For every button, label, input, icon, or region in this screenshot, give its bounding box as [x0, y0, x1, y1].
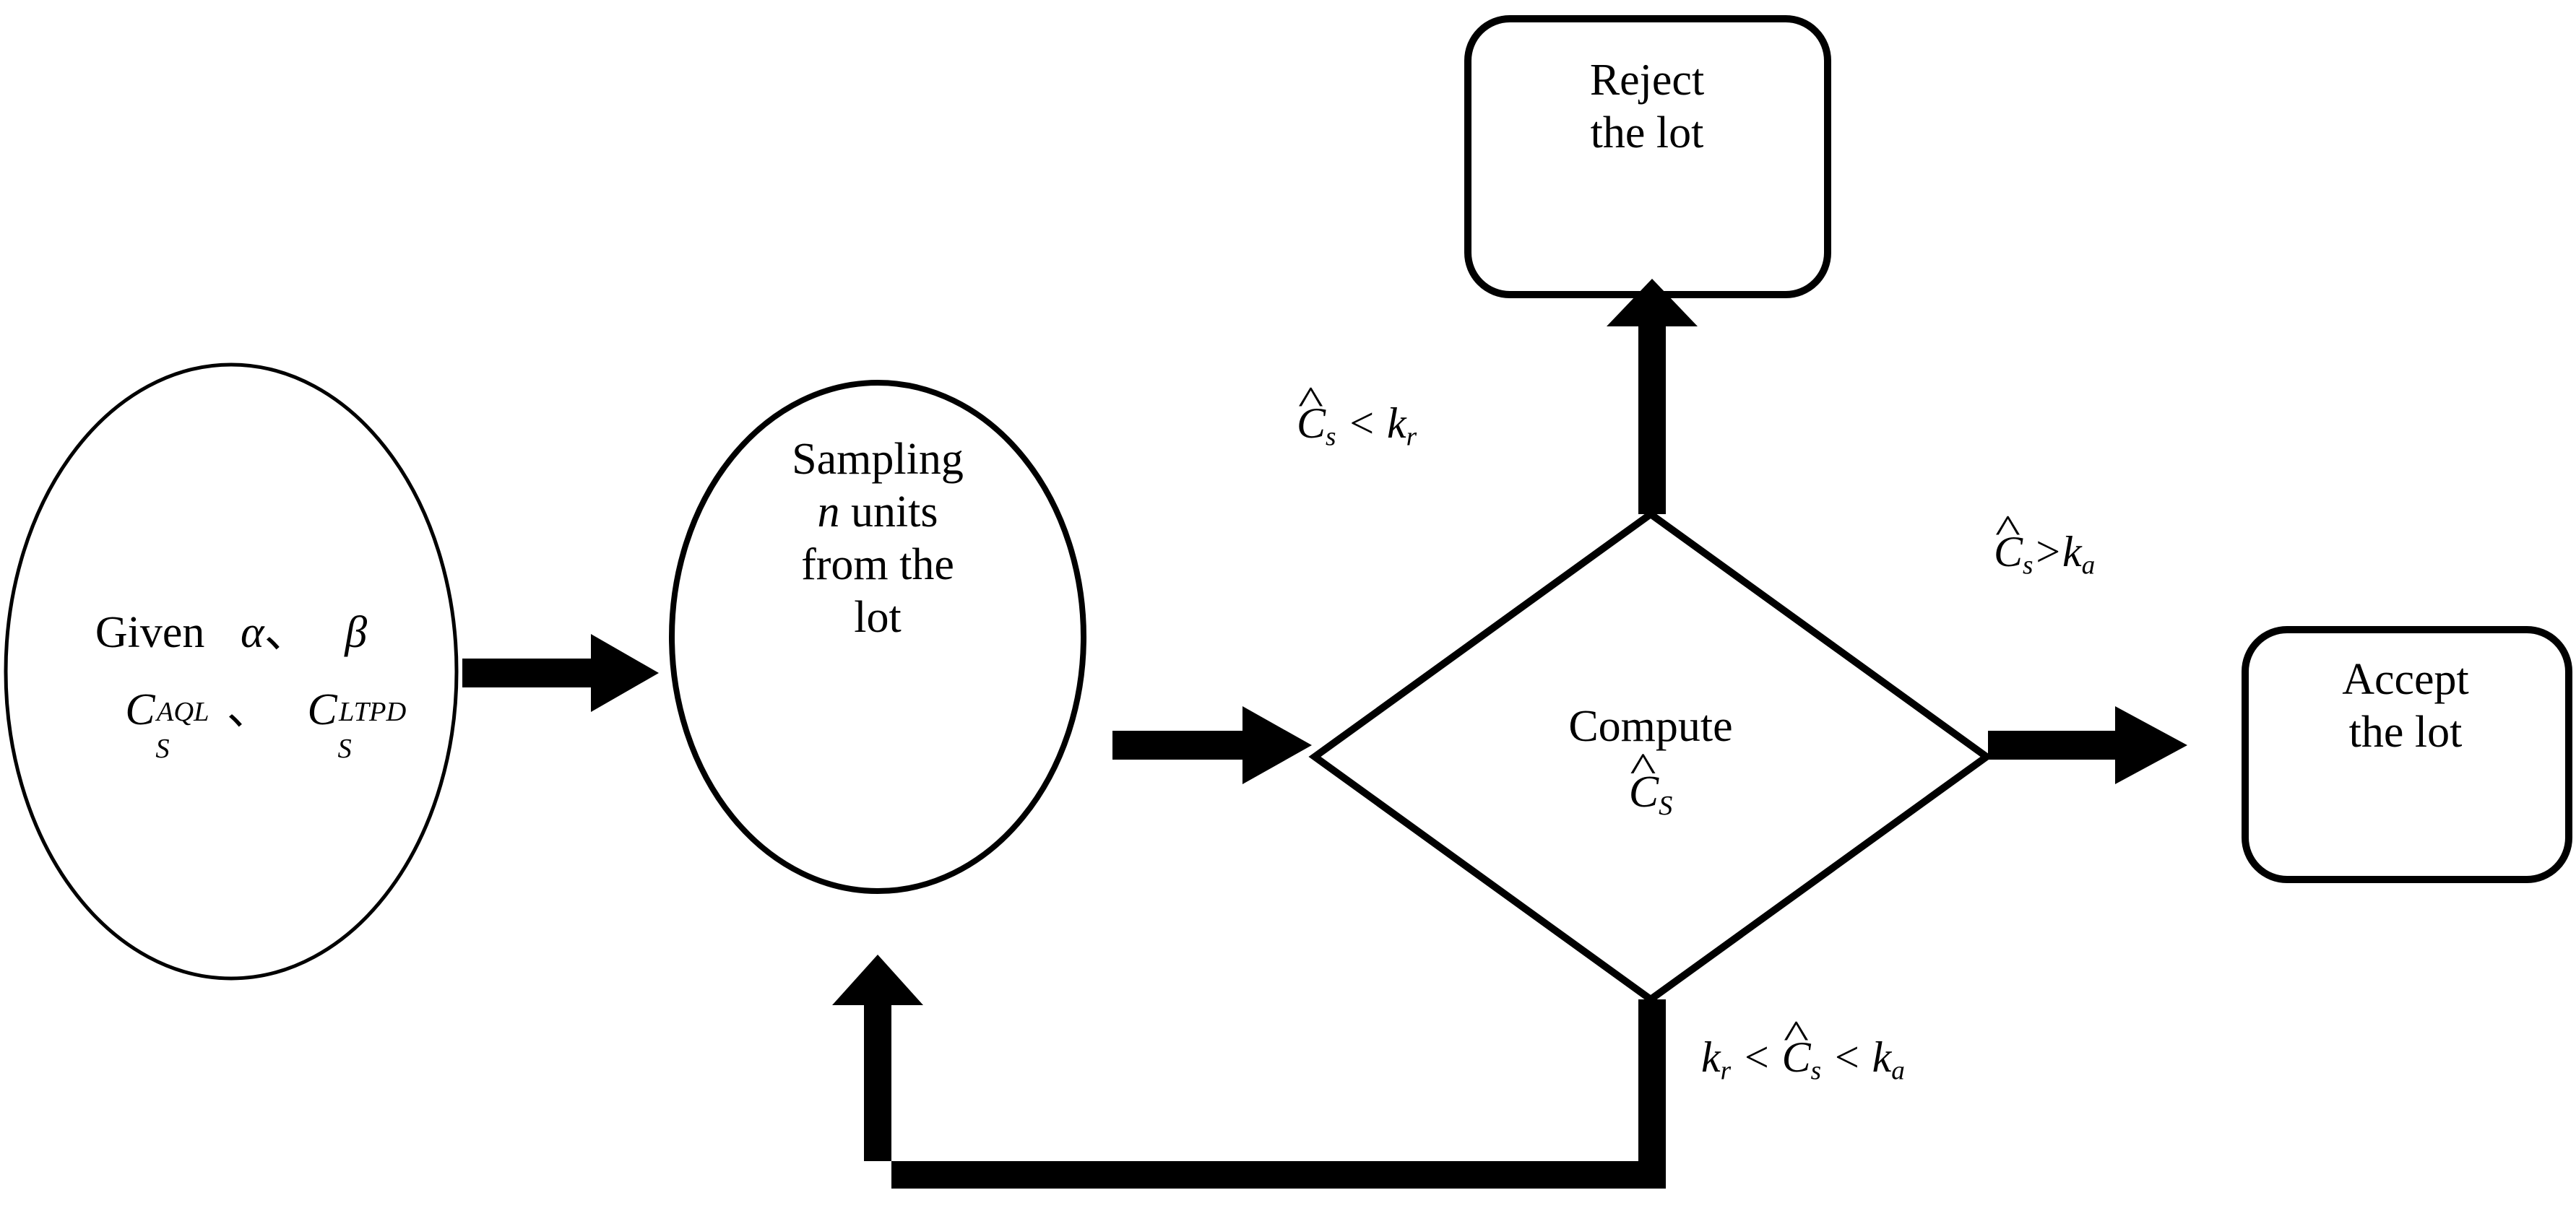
- resample-operator-1: <: [1742, 1033, 1771, 1081]
- operator-accept: >: [2033, 528, 2063, 576]
- arrow-decision-to-sampling-loop[interactable]: [832, 955, 1666, 1189]
- threshold-ka-subscript: a: [2081, 550, 2096, 581]
- cjk-comma-1: 、: [264, 608, 309, 657]
- resample-lower-k: k: [1701, 1033, 1721, 1081]
- decision-diamond-label: Compute ^CS: [1438, 700, 1864, 821]
- alpha-symbol: α: [241, 608, 264, 657]
- cjk-comma-2: 、: [226, 685, 272, 735]
- cs-subscript-decision: S: [1659, 790, 1673, 821]
- cs-subscript-resample: s: [1810, 1056, 1822, 1086]
- sampling-line-1: Sampling: [792, 435, 964, 484]
- operator-reject: <: [1347, 399, 1377, 447]
- arrow-decision-to-reject[interactable]: [1607, 279, 1698, 514]
- reject-box-label: Reject the lot: [1474, 54, 1820, 160]
- hat-accent-decision: ^: [1630, 744, 1656, 791]
- cs-hat-symbol-decision: ^C: [1628, 747, 1659, 819]
- cs-base-reject: C: [1297, 399, 1326, 447]
- cs-hat-symbol-resample: ^C: [1781, 1014, 1811, 1082]
- cs-hat-symbol-accept: ^C: [1994, 508, 2023, 577]
- arrow-decision-to-accept[interactable]: [1988, 706, 2187, 784]
- accept-line-1: Accept: [2342, 655, 2469, 704]
- aql-superscript: AQL: [156, 696, 209, 727]
- resample-upper-k: k: [1872, 1033, 1892, 1081]
- sampling-line-2: n units: [672, 486, 1084, 539]
- resample-lower-subscript: r: [1720, 1056, 1732, 1086]
- reject-line-1: Reject: [1589, 56, 1705, 105]
- resample-upper-subscript: a: [1891, 1056, 1905, 1086]
- hat-accent-accept: ^: [1995, 506, 2020, 551]
- decision-line-1: Compute: [1568, 702, 1733, 751]
- start-ellipse-shape[interactable]: [4, 362, 459, 981]
- threshold-kr-subscript: r: [1406, 422, 1417, 452]
- start-given-word: Given: [95, 608, 205, 657]
- accept-box-shape[interactable]: [2242, 626, 2572, 883]
- cs-ltpd-subscript: S: [337, 734, 352, 765]
- ltpd-superscript: LTPD: [339, 696, 407, 727]
- threshold-kr: k: [1387, 399, 1406, 447]
- cs-hat-symbol-reject: ^C: [1297, 380, 1326, 448]
- edge-label-reject-branch: ^Cs < kr: [1297, 380, 1417, 452]
- sampling-line-4: lot: [854, 593, 902, 643]
- cs-base-decision: C: [1628, 768, 1659, 817]
- sample-size-variable: n: [817, 487, 840, 537]
- sampling-units-word: units: [850, 487, 938, 537]
- cs-subscript-reject: s: [1326, 422, 1336, 452]
- reject-line-2: the lot: [1590, 108, 1704, 158]
- hat-accent-resample: ^: [1783, 1012, 1809, 1056]
- hat-accent-reject: ^: [1298, 378, 1323, 422]
- accept-line-2: the lot: [2348, 708, 2463, 757]
- beta-symbol: β: [345, 608, 368, 657]
- accept-box-label: Accept the lot: [2247, 653, 2564, 759]
- edge-label-accept-branch: ^Cs>ka: [1994, 508, 2096, 581]
- cs-aql-subscript: S: [155, 734, 170, 765]
- arrow-sampling-to-decision[interactable]: [1112, 706, 1312, 784]
- arrow-start-to-sampling[interactable]: [462, 634, 659, 712]
- cs-aql-base: C: [125, 685, 155, 735]
- sampling-ellipse-shape[interactable]: [669, 380, 1086, 894]
- resample-operator-2: <: [1832, 1033, 1862, 1081]
- cs-base-resample: C: [1781, 1033, 1811, 1081]
- edge-label-resample-branch: kr < ^Cs < ka: [1701, 1014, 1905, 1086]
- cs-base-accept: C: [1994, 528, 2023, 576]
- sampling-ellipse-label: Sampling n units from the lot: [672, 433, 1084, 645]
- cs-subscript-accept: s: [2023, 550, 2033, 581]
- cs-ltpd-base: C: [307, 685, 337, 735]
- decision-formula: ^CS: [1438, 747, 1864, 821]
- threshold-ka: k: [2062, 528, 2082, 576]
- sampling-line-3: from the: [801, 540, 954, 590]
